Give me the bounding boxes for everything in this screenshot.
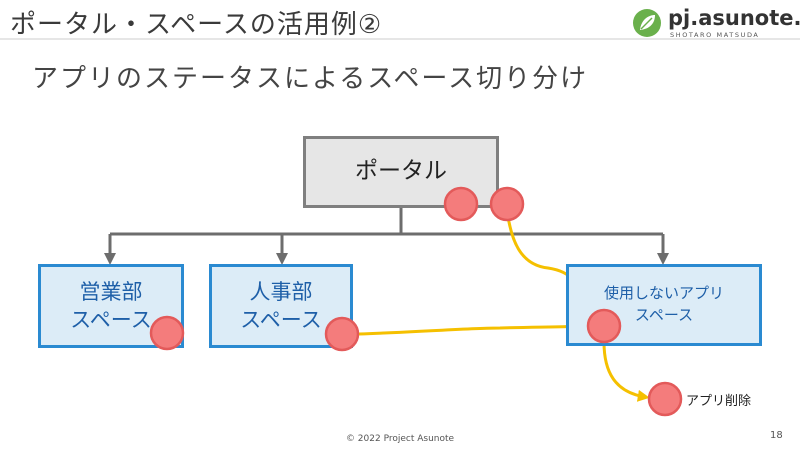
app-circle-icon [489,186,525,222]
move-arrow-hr-to-unused [358,320,589,336]
page-number: 18 [770,430,783,441]
app-circle-icon [149,315,185,351]
app-circle-icon [647,381,683,417]
slide-title: ポータル・スペースの活用例② [10,10,383,40]
logo-text: pj.asunote.jp [668,6,800,30]
hr-space-label-line2: スペース [240,308,322,332]
sales-space-label-line1: 営業部 [79,279,143,304]
unused-space-node: 使用しないアプリ スペース [566,264,762,346]
app-circle-icon [443,186,479,222]
hr-space-label-line1: 人事部 [249,279,313,304]
leaf-logo-icon [633,9,661,37]
sales-space-label-line2: スペース [70,308,152,332]
app-circle-icon [324,316,360,352]
sales-space-node: 営業部 スペース [38,264,184,348]
portal-label: ポータル [355,158,447,185]
app-circle-icon [586,308,622,344]
unused-space-label-line1: 使用しないアプリ [603,284,724,303]
app-delete-label: アプリ削除 [686,394,752,409]
move-arrow-unused-to-delete [602,341,650,402]
title-divider [0,38,800,40]
unused-space-label-line2: スペース [634,306,694,324]
tree-connectors [104,208,669,265]
slide-subtitle: アプリのステータスによるスペース切り分け [32,64,589,94]
hr-space-node: 人事部 スペース [209,264,353,348]
slide-footer: © 2022 Project Asunote [345,434,455,444]
logo-subtext: SHOTARO MATSUDA [670,31,760,39]
logo: pj.asunote.jp SHOTARO MATSUDA [632,6,800,40]
